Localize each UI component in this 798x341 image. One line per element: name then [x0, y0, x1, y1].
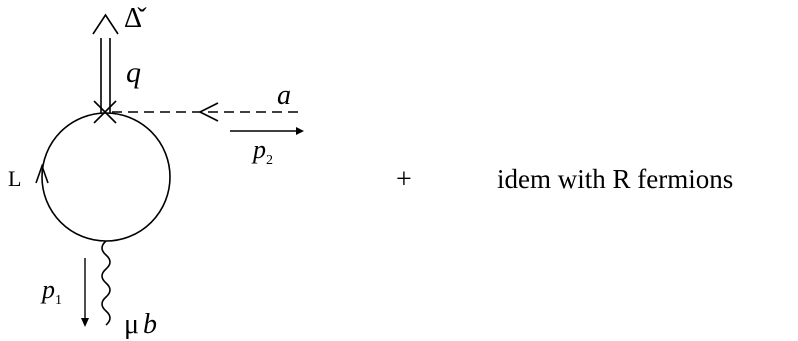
label-mu: μ [124, 309, 140, 340]
label-a: a [277, 80, 291, 111]
p2-arrow-head [296, 127, 304, 135]
wavy-gauge-line [101, 240, 111, 326]
vertex-cross-b [93, 100, 117, 124]
label-q: q [126, 56, 141, 89]
label-p1: p1 [42, 275, 62, 308]
label-p2-main: p [253, 135, 266, 164]
label-delta-check: Δ̌ [124, 3, 143, 34]
label-p1-main: p [42, 275, 55, 304]
label-p2: p2 [253, 135, 273, 168]
label-p2-subscript: 2 [266, 153, 273, 168]
p1-arrow-head [81, 318, 89, 327]
label-b: b [143, 309, 158, 340]
plus-sign: + [396, 164, 412, 195]
double-line-arrowhead [92, 13, 119, 35]
rhs-text: idem with R fermions [497, 164, 734, 194]
dashed-line-arrowhead [198, 102, 219, 122]
label-p1-subscript: 1 [55, 293, 62, 308]
label-L: L [8, 166, 22, 191]
loop-arrow-icon [35, 163, 49, 184]
fermion-loop [41, 112, 171, 242]
